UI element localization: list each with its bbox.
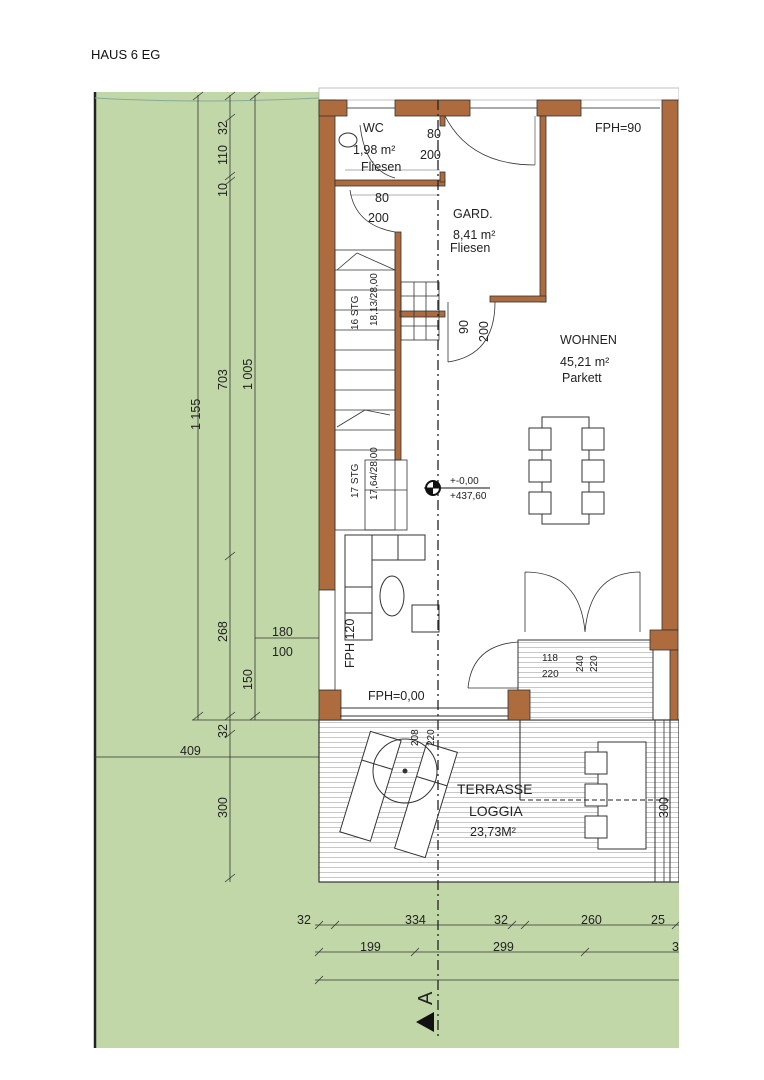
dim-label: 299 [493, 940, 514, 954]
fph-top: FPH=90 [595, 121, 641, 135]
dim-label: 268 [216, 621, 230, 642]
dim-label: 409 [180, 744, 201, 758]
dim-label: 334 [405, 913, 426, 927]
room-floor-gard: Fliesen [450, 241, 490, 255]
door-dim: 208 [410, 729, 421, 746]
door-dim: 80 [375, 191, 389, 205]
door-dim: 220 [426, 729, 437, 746]
dim-label: 3 [672, 940, 679, 954]
door-dim: 200 [368, 211, 389, 225]
window-dim: 180 [272, 625, 293, 639]
fph-bottom: FPH=0,00 [368, 689, 425, 703]
room-name-wohnen: WOHNEN [560, 333, 617, 347]
stairs-1-label: 16 STG [350, 295, 361, 330]
dim-label: 32 [216, 121, 230, 135]
dim-label: 110 [216, 145, 230, 165]
door-swings [349, 115, 641, 689]
staircase [334, 249, 440, 531]
window-dim: 100 [272, 645, 293, 659]
door-dim: 90 [457, 320, 471, 334]
dim-label: 1 005 [241, 359, 255, 390]
room-floor-wohnen: Parkett [562, 371, 602, 385]
walls [318, 99, 679, 721]
fph-window: FPH 120 [343, 619, 357, 668]
room-name-gard: GARD. [453, 207, 493, 221]
dim-label: 300 [216, 797, 230, 818]
door-dim: 220 [542, 669, 559, 680]
stairs-2-dim: 17,64/28,00 [369, 447, 380, 500]
room-area-wohnen: 45,21 m² [560, 355, 609, 369]
house-interior [319, 88, 679, 720]
dim-label: 199 [360, 940, 381, 954]
room-area-gard: 8,41 m² [453, 228, 495, 242]
door-dim: 80 [427, 127, 441, 141]
dim-label: 1 155 [189, 399, 203, 430]
room-name-wc: WC [363, 121, 384, 135]
door-dim: 240 [575, 655, 586, 672]
level-marker-icon [424, 480, 490, 496]
room-area-terrasse: 23,73M² [470, 825, 516, 839]
dim-label: 150 [241, 669, 255, 690]
level-1: +-0,00 [450, 476, 479, 487]
toilet-icon [338, 132, 358, 148]
stairs-1-dim: 18,13/28,00 [369, 273, 380, 326]
furniture [339, 416, 647, 859]
stairs-2-label: 17 STG [350, 463, 361, 498]
dim-label: 10 [216, 183, 230, 197]
plan-title: HAUS 6 EG [91, 47, 161, 62]
dim-label: 25 [651, 913, 665, 927]
dimension-lines [95, 91, 681, 985]
balcony-area [517, 639, 654, 721]
room-floor-wc: Fliesen [361, 160, 401, 174]
room-area-wc: 1,98 m² [353, 143, 395, 157]
dim-label: 32 [297, 913, 311, 927]
room-name-loggia: LOGGIA [469, 803, 523, 819]
dim-label: 32 [494, 913, 508, 927]
dim-label: 703 [216, 369, 230, 390]
dim-label: 300 [657, 797, 671, 818]
level-2: +437,60 [450, 491, 487, 502]
door-dim: 220 [589, 655, 600, 672]
section-arrow-icon [416, 1012, 434, 1032]
room-name-terrasse: TERRASSE [457, 781, 532, 797]
dim-label: 260 [581, 913, 602, 927]
section-label: A [415, 991, 437, 1005]
dim-label: 32 [216, 724, 230, 738]
door-dim: 118 [542, 653, 558, 664]
door-dim: 200 [420, 148, 441, 162]
door-dim: 200 [477, 321, 491, 342]
